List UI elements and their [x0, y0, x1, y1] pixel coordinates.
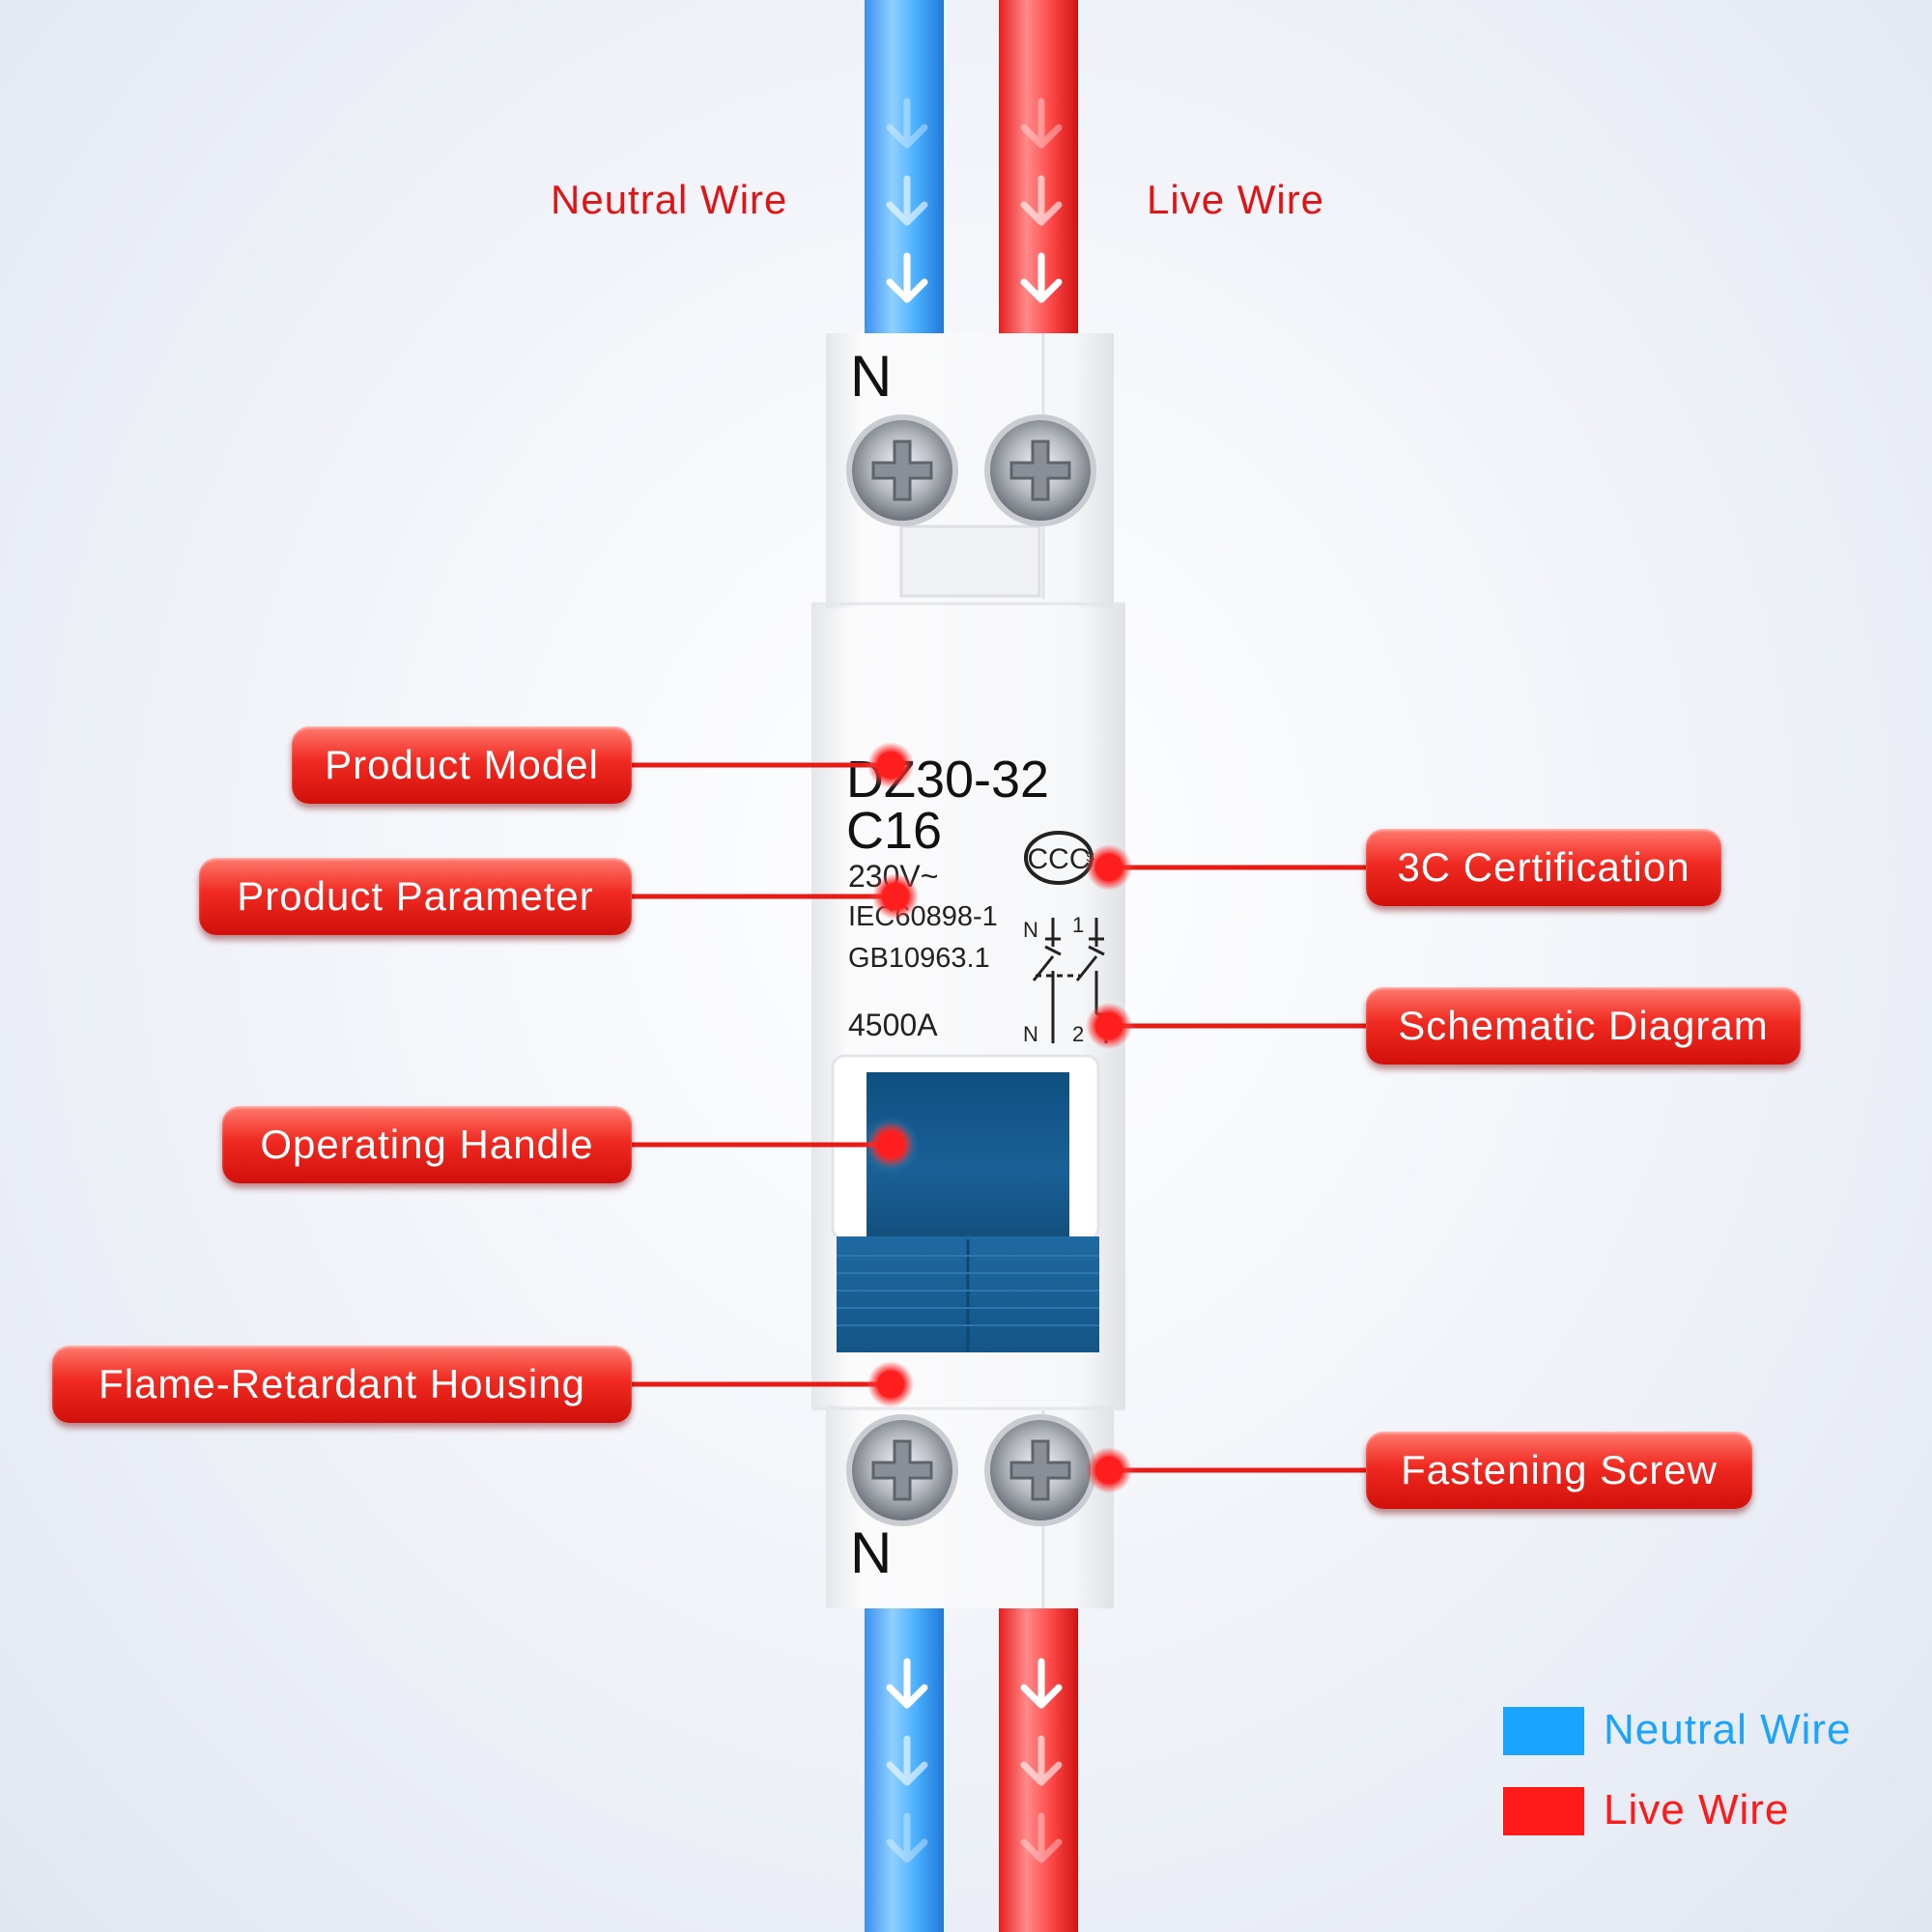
operating-handle[interactable] [831, 1054, 1100, 1352]
breaking-capacity-text: 4500A [848, 1008, 938, 1042]
ccc-mark-text: CCC [1028, 843, 1091, 875]
legend-label-live: Live Wire [1604, 1786, 1790, 1833]
legend-swatch-neutral [1503, 1707, 1584, 1755]
schematic-label-top-right: 1 [1072, 913, 1084, 937]
neutral-wire-label: Neutral Wire [551, 177, 788, 222]
terminal-screws [846, 414, 1096, 1526]
callout-product-model: Product Model [292, 726, 632, 804]
live-wire-label: Live Wire [1147, 177, 1325, 222]
callout-flame-retardant-housing: Flame-Retardant Housing [52, 1346, 632, 1423]
legend-label-neutral: Neutral Wire [1604, 1706, 1852, 1753]
legend-swatch-live [1503, 1787, 1584, 1835]
schematic-label-top-left: N [1023, 918, 1038, 942]
schematic-label-bottom-left: N [1023, 1022, 1038, 1046]
flow-arrows [886, 98, 1063, 1863]
rating-text: C16 [846, 802, 942, 860]
terminal-label-top: N [850, 344, 892, 409]
marker-dots [862, 736, 1138, 1499]
callout-3c-certification: 3C Certification [1366, 829, 1721, 906]
callout-product-parameter: Product Parameter [199, 858, 632, 935]
terminal-label-bottom: N [850, 1520, 892, 1585]
callout-operating-handle: Operating Handle [222, 1106, 632, 1183]
leader-lines [628, 762, 1367, 1473]
standard-gb-text: GB10963.1 [848, 943, 990, 974]
callout-fastening-screw: Fastening Screw [1366, 1432, 1752, 1509]
callout-schematic-diagram: Schematic Diagram [1366, 987, 1801, 1065]
